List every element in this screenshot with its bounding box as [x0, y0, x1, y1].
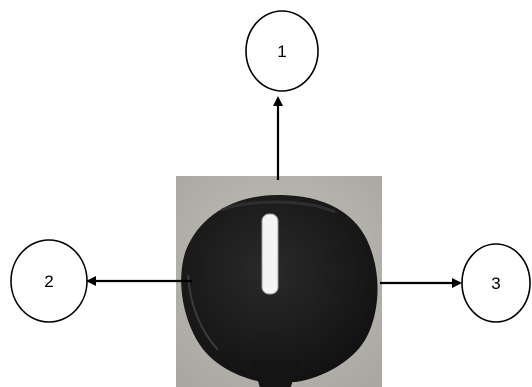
switch-photo [176, 176, 382, 387]
rotary-knob [181, 195, 378, 387]
callout-2: 2 [10, 239, 88, 323]
callout-1: 1 [245, 10, 319, 92]
callout-label-3: 3 [491, 274, 500, 293]
callout-circle [461, 243, 531, 323]
arrows [86, 96, 462, 288]
callout-3: 3 [461, 243, 531, 323]
callout-label-1: 1 [277, 42, 286, 61]
callout-label-2: 2 [44, 272, 53, 291]
callout-circle [10, 239, 88, 323]
callout-circle [245, 10, 319, 92]
position-indicator [261, 213, 279, 295]
